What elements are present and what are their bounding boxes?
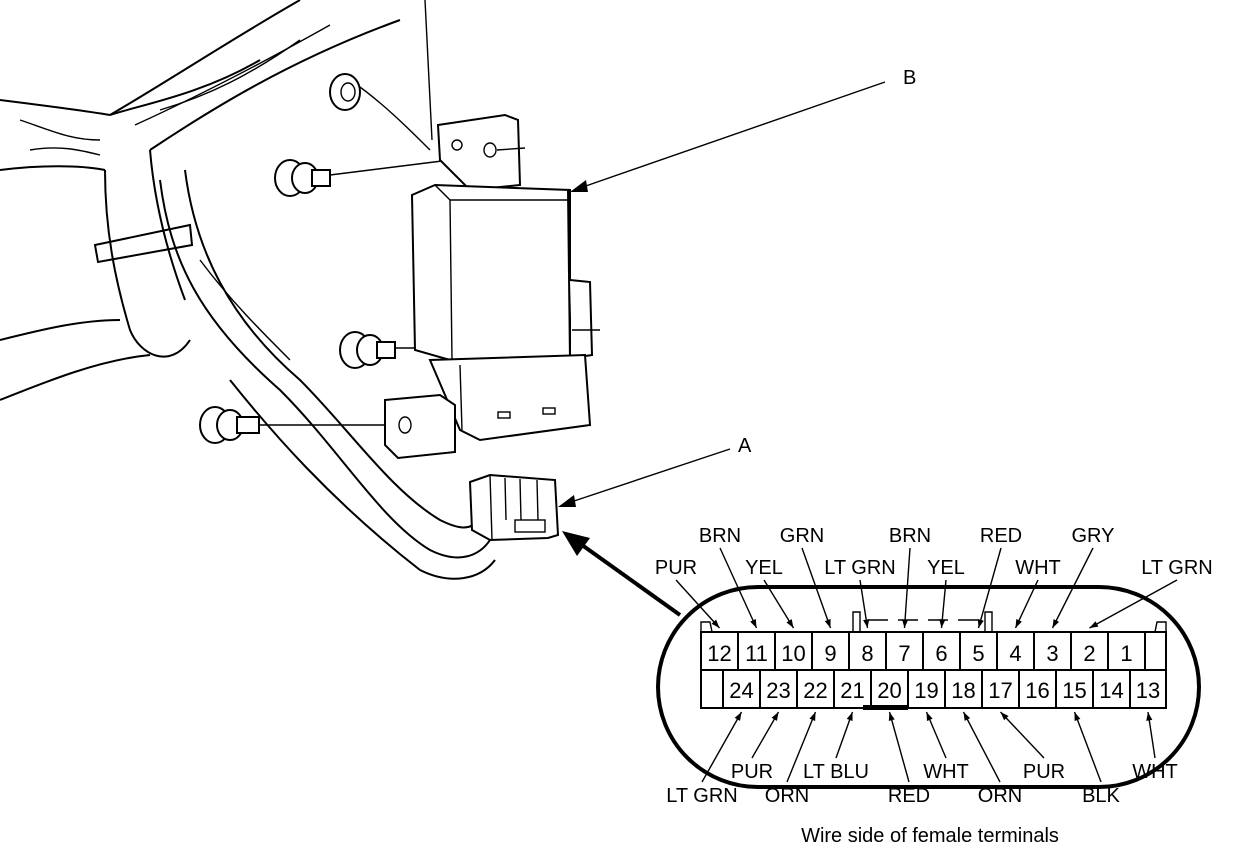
grommet xyxy=(329,73,361,111)
wire-label-pin-9: GRN xyxy=(780,525,824,547)
terminal-16: 16 xyxy=(1025,678,1049,703)
wire-label-pin-10: YEL xyxy=(745,557,783,579)
terminal-5: 5 xyxy=(972,641,984,666)
leader-arrowhead xyxy=(1074,712,1081,721)
leader-arrowhead xyxy=(863,619,870,628)
leader-arrowhead xyxy=(1146,712,1153,721)
control-unit xyxy=(384,113,600,460)
leader-arrowhead xyxy=(824,619,831,628)
leader-pin-17 xyxy=(999,711,1045,759)
leader-arrowhead xyxy=(750,619,757,628)
wire-label-pin-5: RED xyxy=(980,525,1022,547)
leader-pin-7 xyxy=(903,547,911,629)
terminal-15: 15 xyxy=(1062,678,1086,703)
callout-b-label: B xyxy=(903,67,916,89)
wire-label-pin-23: PUR xyxy=(731,761,773,783)
terminal-21: 21 xyxy=(840,678,864,703)
leader-arrowhead xyxy=(939,619,946,628)
terminal-7: 7 xyxy=(898,641,910,666)
terminal-8: 8 xyxy=(861,641,873,666)
wire-label-pin-12: PUR xyxy=(655,557,697,579)
leader-pin-2 xyxy=(1089,579,1178,629)
connector-outline xyxy=(656,585,1201,789)
leader-arrowhead xyxy=(902,619,909,628)
terminal-1: 1 xyxy=(1120,641,1132,666)
leader-arrowhead xyxy=(846,712,853,721)
leader-arrowhead xyxy=(711,619,720,628)
wire-label-pin-17: PUR xyxy=(1023,761,1065,783)
leader-pin-20 xyxy=(888,711,910,783)
wire-label-pin-2: LT GRN xyxy=(1141,557,1213,579)
leader-pin-24 xyxy=(701,711,743,783)
leader-arrowhead xyxy=(1000,712,1009,721)
leader-arrowhead xyxy=(734,712,742,721)
terminal-19: 19 xyxy=(914,678,938,703)
leader-arrowhead xyxy=(977,619,984,628)
terminal-18: 18 xyxy=(951,678,975,703)
leader-pin-18 xyxy=(962,711,1001,783)
leader-pin-4 xyxy=(1014,579,1039,629)
wire-label-pin-18: ORN xyxy=(978,785,1022,807)
leader-arrowhead xyxy=(771,712,779,721)
leader-pin-22 xyxy=(786,711,817,783)
terminal-22: 22 xyxy=(803,678,827,703)
leader-arrowhead xyxy=(1089,621,1099,628)
bolt-middle xyxy=(339,331,420,369)
wire-label-pin-8: LT GRN xyxy=(824,557,896,579)
wire-label-pin-22: ORN xyxy=(765,785,809,807)
terminal-3: 3 xyxy=(1046,641,1058,666)
terminal-9: 9 xyxy=(824,641,836,666)
wire-label-pin-15: BLK xyxy=(1082,785,1120,807)
bolt-bottom xyxy=(199,406,395,444)
callout-a-leader xyxy=(558,448,731,507)
terminal-11: 11 xyxy=(745,641,768,666)
callout-a-label: A xyxy=(738,435,752,457)
leader-arrowhead xyxy=(1052,619,1060,628)
leader-pin-12 xyxy=(675,579,721,629)
terminal-17: 17 xyxy=(988,678,1012,703)
terminal-14: 14 xyxy=(1099,678,1123,703)
leader-pin-11 xyxy=(719,547,758,629)
wire-label-pin-20: RED xyxy=(888,785,930,807)
wire-label-pin-6: YEL xyxy=(927,557,965,579)
wire-label-pin-13: WHT xyxy=(1132,761,1178,783)
view-arrow xyxy=(562,531,682,617)
leader-arrowhead xyxy=(1015,619,1022,628)
leader-arrowhead xyxy=(926,712,933,721)
bolt-top xyxy=(274,159,451,197)
wire-harness xyxy=(0,0,496,580)
figure-caption: Wire side of female terminals xyxy=(801,825,1059,847)
terminal-12: 12 xyxy=(707,641,731,666)
leader-pin-10 xyxy=(763,579,795,629)
terminal-10: 10 xyxy=(781,641,805,666)
wire-label-pin-7: BRN xyxy=(889,525,931,547)
leader-pin-15 xyxy=(1073,711,1102,783)
terminal-2: 2 xyxy=(1083,641,1095,666)
leader-pin-5 xyxy=(977,547,1002,629)
leader-pin-3 xyxy=(1051,547,1094,629)
terminal-20: 20 xyxy=(877,678,901,703)
wire-label-pin-11: BRN xyxy=(699,525,741,547)
terminal-23: 23 xyxy=(766,678,790,703)
connector-a xyxy=(468,473,560,542)
wire-label-pin-24: LT GRN xyxy=(666,785,738,807)
terminal-24: 24 xyxy=(729,678,753,703)
leader-arrowhead xyxy=(786,619,794,628)
terminal-6: 6 xyxy=(935,641,947,666)
wire-label-pin-3: GRY xyxy=(1072,525,1115,547)
leader-pin-9 xyxy=(801,547,832,629)
terminal-13: 13 xyxy=(1136,678,1160,703)
terminal-4: 4 xyxy=(1009,641,1021,666)
leader-pin-23 xyxy=(751,711,780,759)
leader-arrowhead xyxy=(963,712,971,721)
wire-label-pin-21: LT BLU xyxy=(803,761,869,783)
wire-label-pin-4: WHT xyxy=(1015,557,1061,579)
wire-label-pin-19: WHT xyxy=(923,761,969,783)
leader-arrowhead xyxy=(888,712,895,721)
leader-arrowhead xyxy=(809,712,816,721)
callout-b-leader xyxy=(570,81,886,192)
